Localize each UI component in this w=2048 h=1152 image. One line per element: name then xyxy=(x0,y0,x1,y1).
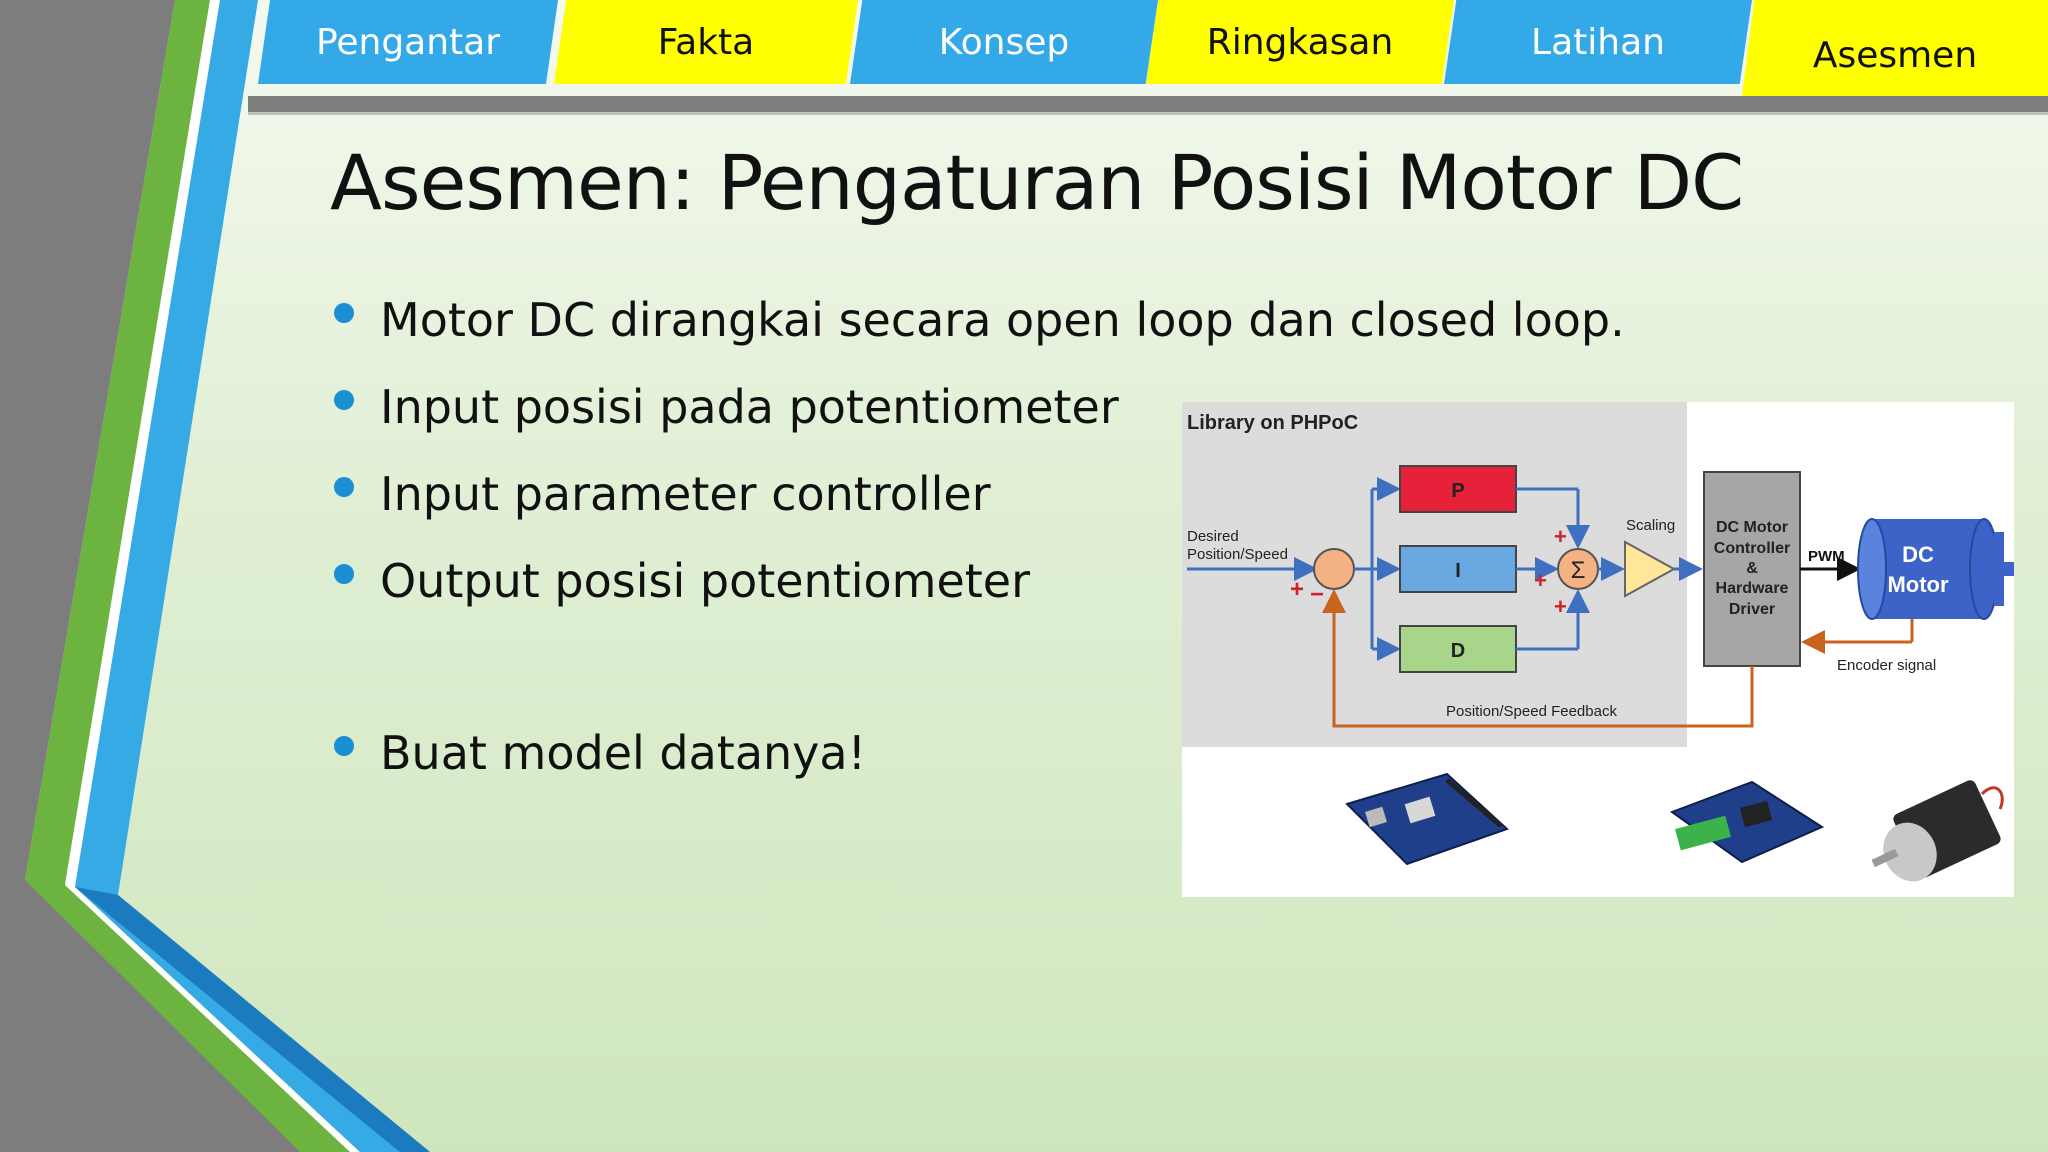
tab-pengantar[interactable]: Pengantar xyxy=(258,0,558,84)
left-chevron-decoration xyxy=(0,0,430,1152)
phpoc-board-image xyxy=(1345,772,1509,866)
scaling-label: Scaling xyxy=(1626,517,1675,534)
header-divider-highlight xyxy=(248,112,2048,115)
bullet-item: Output posisi potentiometer xyxy=(330,551,1625,638)
controller-label-line: & xyxy=(1746,560,1758,577)
bullet-item: Motor DC dirangkai secara open loop dan … xyxy=(330,290,1625,377)
header-divider xyxy=(248,96,2048,114)
dc-motor-image xyxy=(1871,780,2004,882)
i-block xyxy=(1399,545,1517,593)
i-label: I xyxy=(1455,560,1461,582)
tab-asesmen[interactable]: Asesmen xyxy=(1742,0,2048,96)
motor-body xyxy=(1872,519,1984,619)
library-header: Library on PHPoC xyxy=(1187,412,1358,434)
bullet-item: Input parameter controller xyxy=(330,464,1625,551)
bullet-item: Buat model datanya! xyxy=(330,723,1625,810)
plus-sign: + xyxy=(1554,524,1567,549)
controller-label-line: Controller xyxy=(1714,540,1790,557)
feedback-label: Position/Speed Feedback xyxy=(1446,703,1617,720)
slide-title: Asesmen: Pengaturan Posisi Motor DC xyxy=(330,138,1744,227)
controller-label-line: Driver xyxy=(1729,601,1775,618)
scaling-block xyxy=(1624,540,1677,598)
plus-sign: + xyxy=(1534,568,1547,593)
plus-sign: + xyxy=(1554,594,1567,619)
d-label: D xyxy=(1451,640,1465,662)
motor-label-line: Motor xyxy=(1887,572,1949,597)
minus-sign: − xyxy=(1310,581,1324,608)
tab-ringkasan[interactable]: Ringkasan xyxy=(1146,0,1454,84)
motor-driver-board-image xyxy=(1669,780,1825,864)
tab-latihan[interactable]: Latihan xyxy=(1444,0,1752,84)
tab-konsep[interactable]: Konsep xyxy=(850,0,1158,84)
pwm-label: PWM xyxy=(1808,548,1845,565)
plus-sign: + xyxy=(1290,576,1304,603)
pid-diagram: Library on PHPoC Desired Position/Speed … xyxy=(1182,402,2016,882)
bullet-item: Input posisi pada potentiometer xyxy=(330,377,1625,464)
encoder-label: Encoder signal xyxy=(1837,657,1936,674)
bullet-list: Motor DC dirangkai secara open loop dan … xyxy=(330,290,1625,810)
p-label: P xyxy=(1451,480,1464,502)
controller-label-line: DC Motor xyxy=(1716,519,1788,536)
pid-diagram-figure: Library on PHPoC Desired Position/Speed … xyxy=(1182,402,2016,897)
tab-fakta[interactable]: Fakta xyxy=(554,0,858,84)
p-block xyxy=(1399,465,1517,513)
motor-label-line: DC xyxy=(1902,542,1934,567)
input-label-line1: Desired xyxy=(1187,528,1239,545)
sum-symbol: Σ xyxy=(1571,557,1586,584)
input-label-line2: Position/Speed xyxy=(1187,546,1288,563)
controller-label-line: Hardware xyxy=(1716,580,1789,597)
